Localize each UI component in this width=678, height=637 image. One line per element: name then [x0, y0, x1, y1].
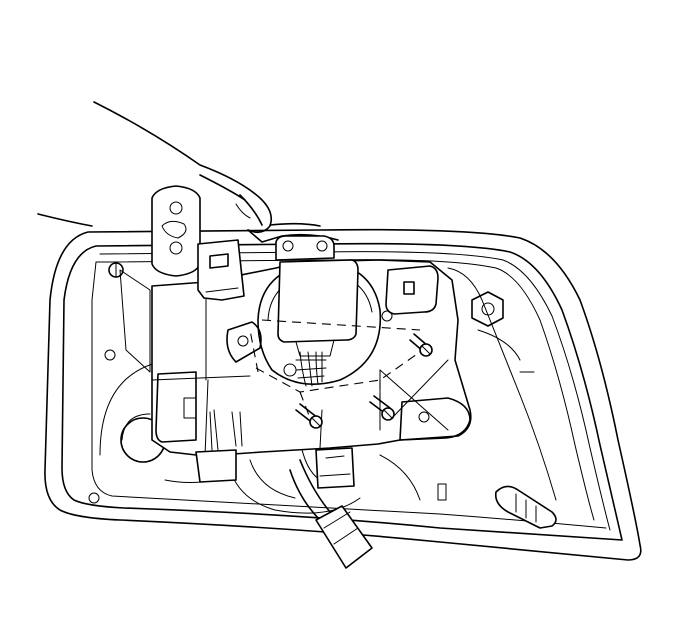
screw-1	[295, 403, 323, 429]
lower-connector-right	[315, 447, 355, 489]
screw-2	[369, 395, 395, 421]
left-bracket	[151, 185, 201, 277]
fastener-callout-outline	[249, 319, 421, 419]
relay-module	[275, 235, 359, 387]
bulb-socket-carrier	[151, 259, 472, 457]
lower-connector-left	[195, 449, 237, 483]
bulb-socket-right	[494, 485, 557, 529]
lamp-housing	[44, 228, 642, 561]
left-mount-post	[108, 262, 124, 278]
screw-3	[409, 333, 433, 357]
wiring-harness	[289, 459, 373, 569]
wiring-connector-upper	[197, 239, 245, 301]
